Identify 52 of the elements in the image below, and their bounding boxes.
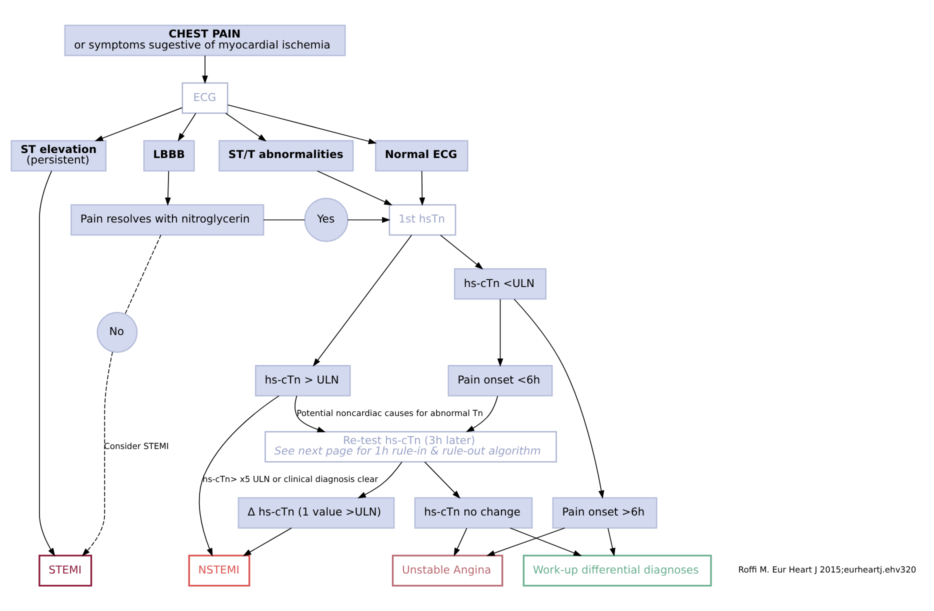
node-box: CHEST PAIN or symptoms sugestive of myocardial ischemia bbox=[64, 24, 346, 56]
edge-label: Consider STEMI bbox=[104, 440, 169, 451]
arrow bbox=[608, 528, 616, 556]
node-box: Pain resolves with nitroglycerin bbox=[70, 204, 264, 236]
node-box: STEMI bbox=[38, 554, 92, 586]
node-box: NSTEMI bbox=[188, 554, 250, 586]
node-box: ST elevation (persistent) bbox=[10, 140, 107, 172]
arrow bbox=[82, 352, 113, 556]
arrow bbox=[227, 104, 377, 144]
node-circle: No bbox=[96, 312, 138, 353]
arrow bbox=[347, 216, 390, 223]
arrow bbox=[202, 55, 208, 84]
connector bbox=[124, 234, 162, 314]
node-box: Normal ECG bbox=[375, 140, 468, 172]
node-box: LBBB bbox=[143, 140, 195, 172]
label: Roffi M. Eur Heart J 2015;eurheartj.ehv320 bbox=[738, 564, 916, 575]
node-box: hs-cTn no change bbox=[414, 497, 533, 529]
node-box: ECG bbox=[182, 82, 228, 114]
arrow bbox=[178, 112, 196, 142]
arrow bbox=[242, 528, 292, 556]
arrow bbox=[486, 528, 566, 556]
arrow bbox=[440, 234, 484, 270]
arrow bbox=[94, 107, 183, 142]
connector bbox=[263, 219, 306, 220]
edge-label: Potential noncardiac causes for abnormal Tn bbox=[296, 408, 484, 418]
arrow bbox=[198, 395, 280, 557]
arrow bbox=[38, 170, 56, 556]
arrow bbox=[419, 170, 426, 206]
node-box: Pain onset <6h bbox=[448, 365, 553, 396]
node-box: ST/T abnormalities bbox=[218, 140, 354, 172]
arrow bbox=[312, 234, 412, 367]
edge-label: hs-cTn> x5 ULN or clinical diagnosis clear bbox=[202, 474, 378, 484]
node-box: Unstable Angina bbox=[392, 554, 504, 586]
node-box: Δ hs-cTn (1 value >ULN) bbox=[238, 497, 395, 529]
arrow bbox=[510, 528, 582, 556]
arrow bbox=[317, 170, 392, 206]
arrow bbox=[165, 170, 171, 206]
node-box: hs-cTn > ULN bbox=[254, 365, 351, 396]
arrow bbox=[466, 396, 498, 432]
node-box: 1st hsTn bbox=[388, 204, 456, 236]
arrow bbox=[454, 528, 468, 556]
arrow bbox=[424, 462, 460, 499]
node-box: Pain onset >6h bbox=[552, 497, 658, 529]
node-box: Re-test hs-cTn (3h later) See next page for 1h rule-in & rule-out algorithm bbox=[264, 431, 557, 462]
arrow bbox=[497, 298, 504, 367]
arrow bbox=[225, 112, 267, 142]
node-box: hs-cTn <ULN bbox=[454, 268, 546, 300]
arrow bbox=[358, 462, 402, 498]
arrow bbox=[294, 395, 326, 432]
node-box: Work-up differential diagnoses bbox=[522, 554, 712, 586]
arrow bbox=[514, 298, 604, 499]
node-circle: Yes bbox=[304, 198, 348, 242]
